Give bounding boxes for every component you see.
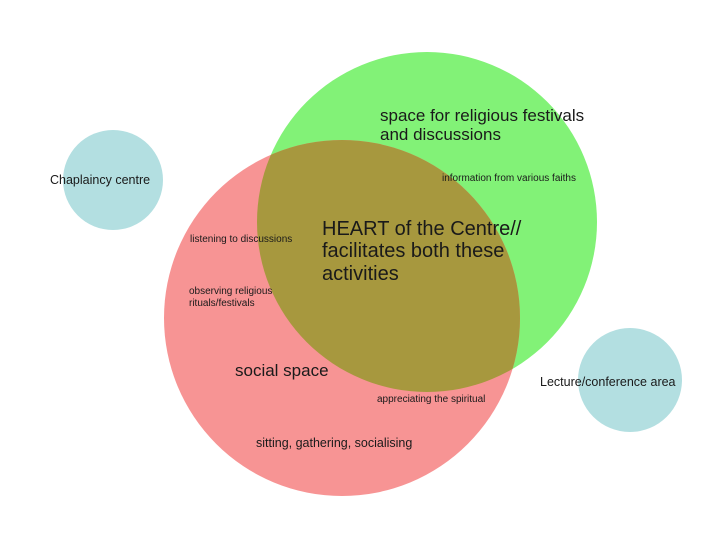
- appreciating-label: appreciating the spiritual: [377, 394, 486, 405]
- listening-label: listening to discussions: [190, 234, 293, 245]
- chaplaincy-circle: [63, 130, 163, 230]
- observing-label: observing religious rituals/festivals: [189, 286, 272, 310]
- chaplaincy-label: Chaplaincy centre: [50, 173, 151, 187]
- observing-label-line2: rituals/festivals: [189, 298, 255, 309]
- heart-title: HEART of the Centre// facilitates both t…: [322, 218, 521, 285]
- heart-title-line1: HEART of the Centre//: [322, 218, 522, 240]
- religious-space-title-line1: space for religious festivals: [380, 106, 585, 125]
- social-space-title: social space: [235, 361, 329, 380]
- heart-overlap: [257, 140, 520, 392]
- religious-space-title-line2: and discussions: [380, 125, 501, 145]
- observing-label-line1: observing religious: [189, 286, 273, 297]
- lecture-circle: [578, 328, 682, 432]
- lecture-label: Lecture/conference area: [540, 375, 676, 389]
- sitting-label: sitting, gathering, socialising: [256, 436, 413, 450]
- heart-title-line3: activities: [322, 262, 399, 285]
- religious-space-title: space for religious festivals and discus…: [380, 106, 584, 144]
- heart-title-line2: facilitates both these: [322, 240, 505, 263]
- information-label: information from various faiths: [442, 173, 576, 184]
